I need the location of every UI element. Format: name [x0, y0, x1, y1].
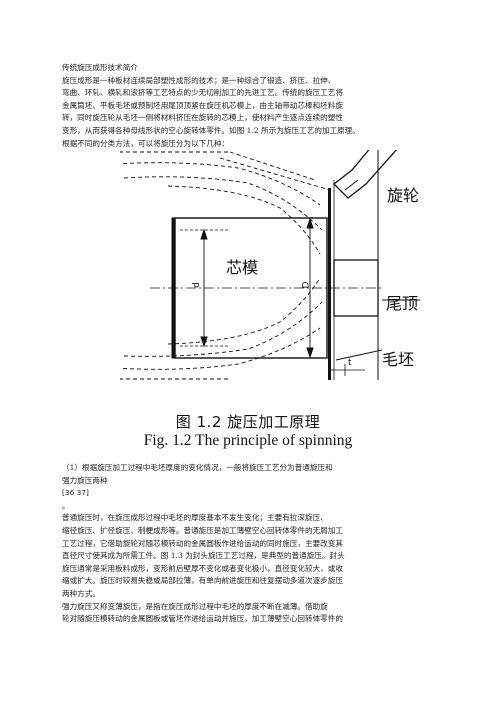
- text-line: 直径尺寸使其成为所需工件。图 1.3 为封头旋压工艺过程，是典型的普通旋压。封头: [62, 551, 345, 561]
- d-symbol: d: [191, 282, 202, 288]
- text-line: 转，同时旋压轮从毛坯一侧将材料挤压在旋转的芯模上，使材料产生逐点连续的塑性: [62, 113, 343, 123]
- text-line: 弯曲、环轧、横轧和滚挤等工艺特点的少无切削加工的先进工艺。传统的旋压工艺将: [62, 88, 343, 98]
- tailstock: [333, 259, 379, 317]
- figure-caption-chinese: 图 1.2 旋压加工原理: [175, 413, 321, 431]
- reference-citation: [36 37]: [62, 488, 89, 498]
- body-paragraphs: （1）根据旋压加工过程中毛坯厚度的变化情况，一般将旋压工艺分为普通旋压和 强力旋…: [62, 462, 442, 626]
- section-title: 传统旋压成形技术简介: [62, 63, 138, 72]
- text-line: 旋压成形是一种板材连续局部塑性成形的技术；是一种综合了锻造、挤压、拉伸、: [62, 75, 336, 85]
- text-line: 金属筒坯、平板毛坯或预制坯用尾顶顶紧在旋压机芯模上，由主轴带动芯棒和坯料旋: [62, 100, 343, 110]
- reference-period: 。: [62, 500, 70, 510]
- intro-paragraph: 传统旋压成形技术简介 旋压成形是一种板材连续局部塑性成形的技术；是一种综合了锻造…: [62, 62, 442, 150]
- text-line: 变形，从而获得各种母线形状的空心旋转体零件。如图 1.2 所示为旋压工艺的加工原…: [62, 125, 360, 135]
- text-line: 工艺过程，它借助旋轮对随芯模转动的金属圆板作进给运动的同时施压，主要改变其: [62, 538, 343, 548]
- roller-label: 旋轮: [387, 186, 420, 205]
- text-line: 普通旋压时，在旋压成形过程中毛坯的厚度基本不发生变化；主要有拉深旋压、: [62, 513, 328, 523]
- flow-lines-bottom: [112, 277, 323, 380]
- text-line: 轮对随旋压模转动的金属圆板或管坯作进给运动并施压，加工薄壁空心回转体零件的: [62, 614, 343, 624]
- figure-caption-english: Fig. 1.2 The principle of spinning: [143, 432, 353, 449]
- mandrel-label: 芯模: [226, 258, 259, 277]
- blank-label: 毛坯: [382, 350, 415, 369]
- text-line: 缩或扩大。旋压时较易失稳或局部拉薄，有单向前进旋压和往复摆动多道次逐步旋压: [62, 576, 343, 586]
- flow-lines-top: [112, 151, 331, 255]
- t-symbol: t: [348, 358, 352, 368]
- spinning-principle-figure: 芯模 旋轮 尾顶 毛坯 d D t: [112, 133, 440, 425]
- text-line: 两种方式。: [62, 588, 100, 598]
- blank-sheet: [328, 188, 331, 423]
- tailstock-label: 尾顶: [386, 294, 419, 313]
- text-line: 旋压通常是采用板料成形，变形前后壁厚不变化或者变化极小，直径变化较大，或收: [62, 563, 343, 573]
- text-line: 强力旋压又称变薄旋压，是指在旋压成形过程中毛坯的厚度不断在减薄。借助旋: [62, 601, 328, 611]
- text-line: 强力旋压两种: [62, 475, 108, 485]
- text-line: 缩径旋压、扩径旋压、制梗成形等。普通旋压是加工薄壁空心回转体零件的无屑加工: [62, 525, 343, 535]
- text-line: （1）根据旋压加工过程中毛坯厚度的变化情况，一般将旋压工艺分为普通旋压和: [62, 463, 333, 472]
- D-symbol: D: [301, 281, 312, 289]
- text-line: 根据不同的分类方法，可以将旋压分为以下几种：: [62, 138, 230, 148]
